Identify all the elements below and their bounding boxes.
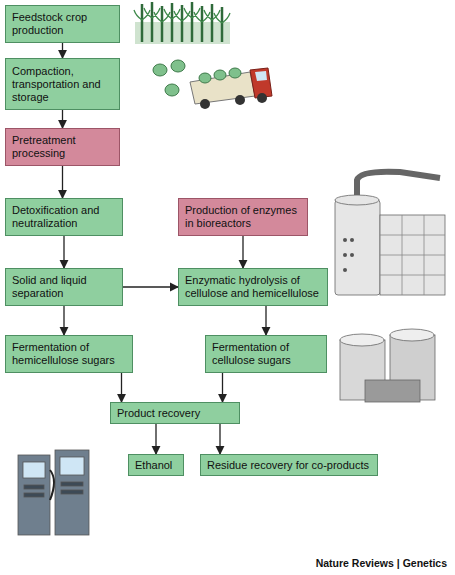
flow-arrow xyxy=(123,286,178,287)
process-box: Feedstock crop production xyxy=(5,5,120,43)
node-text: Compaction, transportation and storage xyxy=(12,65,113,104)
process-box: Solid and liquid separation xyxy=(5,268,123,306)
node-text: Fermentation of hemicellulose sugars xyxy=(12,341,126,367)
flow-arrow xyxy=(121,373,122,402)
flow-arrow xyxy=(62,110,63,128)
flow-arrow xyxy=(63,306,64,335)
process-box: Fermentation of cellulose sugars xyxy=(205,335,327,373)
flow-arrow xyxy=(62,43,63,58)
process-box: Residue recovery for co-products xyxy=(200,454,378,476)
process-box: Product recovery xyxy=(110,402,240,424)
process-box: Ethanol xyxy=(128,454,184,476)
fermentation-tanks xyxy=(340,329,435,402)
node-text: Solid and liquid separation xyxy=(12,274,116,300)
credit-label: Nature Reviews | Genetics xyxy=(316,557,447,569)
node-text: Detoxification and neutralization xyxy=(12,204,116,230)
node-text: Pretreatment processing xyxy=(12,134,113,160)
process-box: Detoxification and neutralization xyxy=(5,198,123,236)
flow-arrow xyxy=(222,373,223,402)
truck xyxy=(153,60,272,109)
process-box: Fermentation of hemicellulose sugars xyxy=(5,335,133,373)
node-text: Ethanol xyxy=(135,459,177,472)
node-text: Product recovery xyxy=(117,407,233,420)
factory xyxy=(335,172,445,295)
crop-field xyxy=(134,2,230,44)
node-text: Production of enzymes in bioreactors xyxy=(185,204,301,230)
node-text: Enzymatic hydrolysis of cellulose and he… xyxy=(185,274,321,300)
node-text: Feedstock crop production xyxy=(12,11,113,37)
process-box: Compaction, transportation and storage xyxy=(5,58,120,110)
flow-arrow xyxy=(155,424,156,454)
fuel-pumps xyxy=(18,450,89,535)
flow-arrow xyxy=(62,166,63,198)
flow-arrow xyxy=(242,236,243,268)
enzyme-process-box: Production of enzymes in bioreactors xyxy=(178,198,308,236)
node-text: Fermentation of cellulose sugars xyxy=(212,341,320,367)
process-box: Enzymatic hydrolysis of cellulose and he… xyxy=(178,268,328,306)
flow-arrow xyxy=(265,306,266,335)
enzyme-process-box: Pretreatment processing xyxy=(5,128,120,166)
node-text: Residue recovery for co-products xyxy=(207,459,371,472)
flow-arrow xyxy=(63,236,64,268)
flow-arrow xyxy=(219,424,220,454)
